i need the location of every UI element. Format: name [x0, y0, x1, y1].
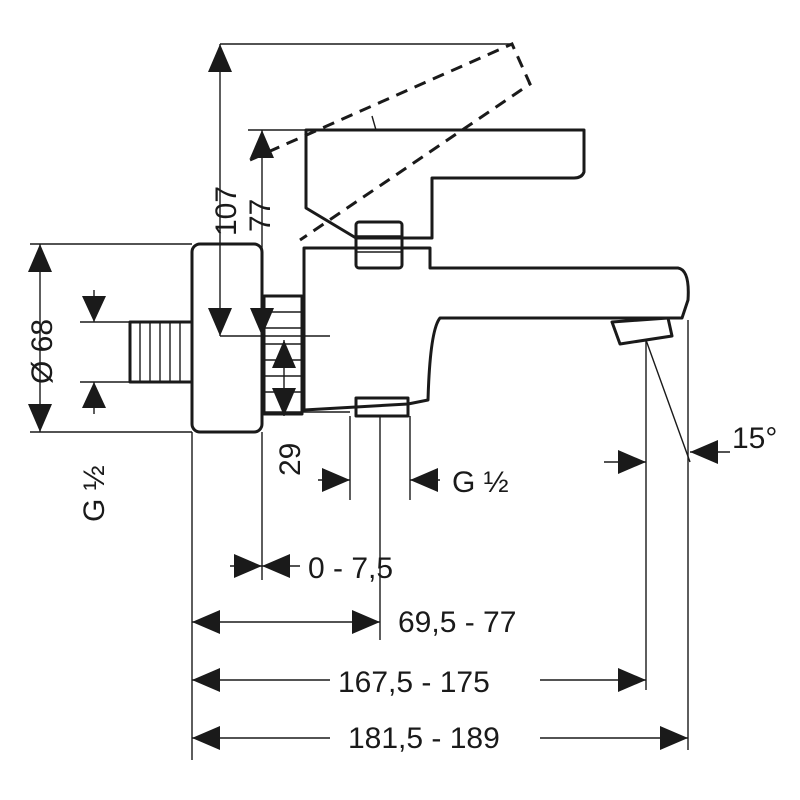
- label-spout-angle: 15°: [732, 422, 777, 455]
- mixer-body-and-spout: [302, 246, 690, 412]
- label-body-offset: 69,5 - 77: [398, 606, 516, 639]
- label-flange-diameter: Ø 68: [26, 319, 59, 384]
- dimension-labels: 107 77 Ø 68 G ½ 29 G ½ 15° 0 - 7,5 69,5 …: [26, 186, 777, 755]
- label-total-length: 181,5 - 189: [348, 722, 500, 755]
- lever-handle: [304, 128, 586, 240]
- cartridge-collar: [354, 220, 404, 270]
- label-eccentric-adjust: 0 - 7,5: [308, 552, 393, 585]
- lever-open-position: [249, 42, 532, 242]
- faucet-body: [128, 42, 690, 434]
- label-spout-reach: 167,5 - 175: [338, 666, 490, 699]
- inlet-connector: [128, 320, 194, 384]
- extension-lines: [30, 43, 691, 760]
- dimension-lines: [28, 44, 730, 750]
- bottom-outlet: [354, 396, 410, 418]
- eccentric-nut: [262, 294, 304, 416]
- inlet-thread-lines: [139, 322, 181, 382]
- label-height-lever-closed: 77: [244, 199, 277, 232]
- spout-aerator: [610, 316, 674, 346]
- wall-flange: [190, 242, 264, 434]
- label-inlet-thread-left: G ½: [78, 465, 111, 522]
- label-height-lever-open: 107: [210, 186, 243, 236]
- label-outlet-thread: G ½: [452, 466, 509, 499]
- label-spout-height: 29: [274, 443, 307, 476]
